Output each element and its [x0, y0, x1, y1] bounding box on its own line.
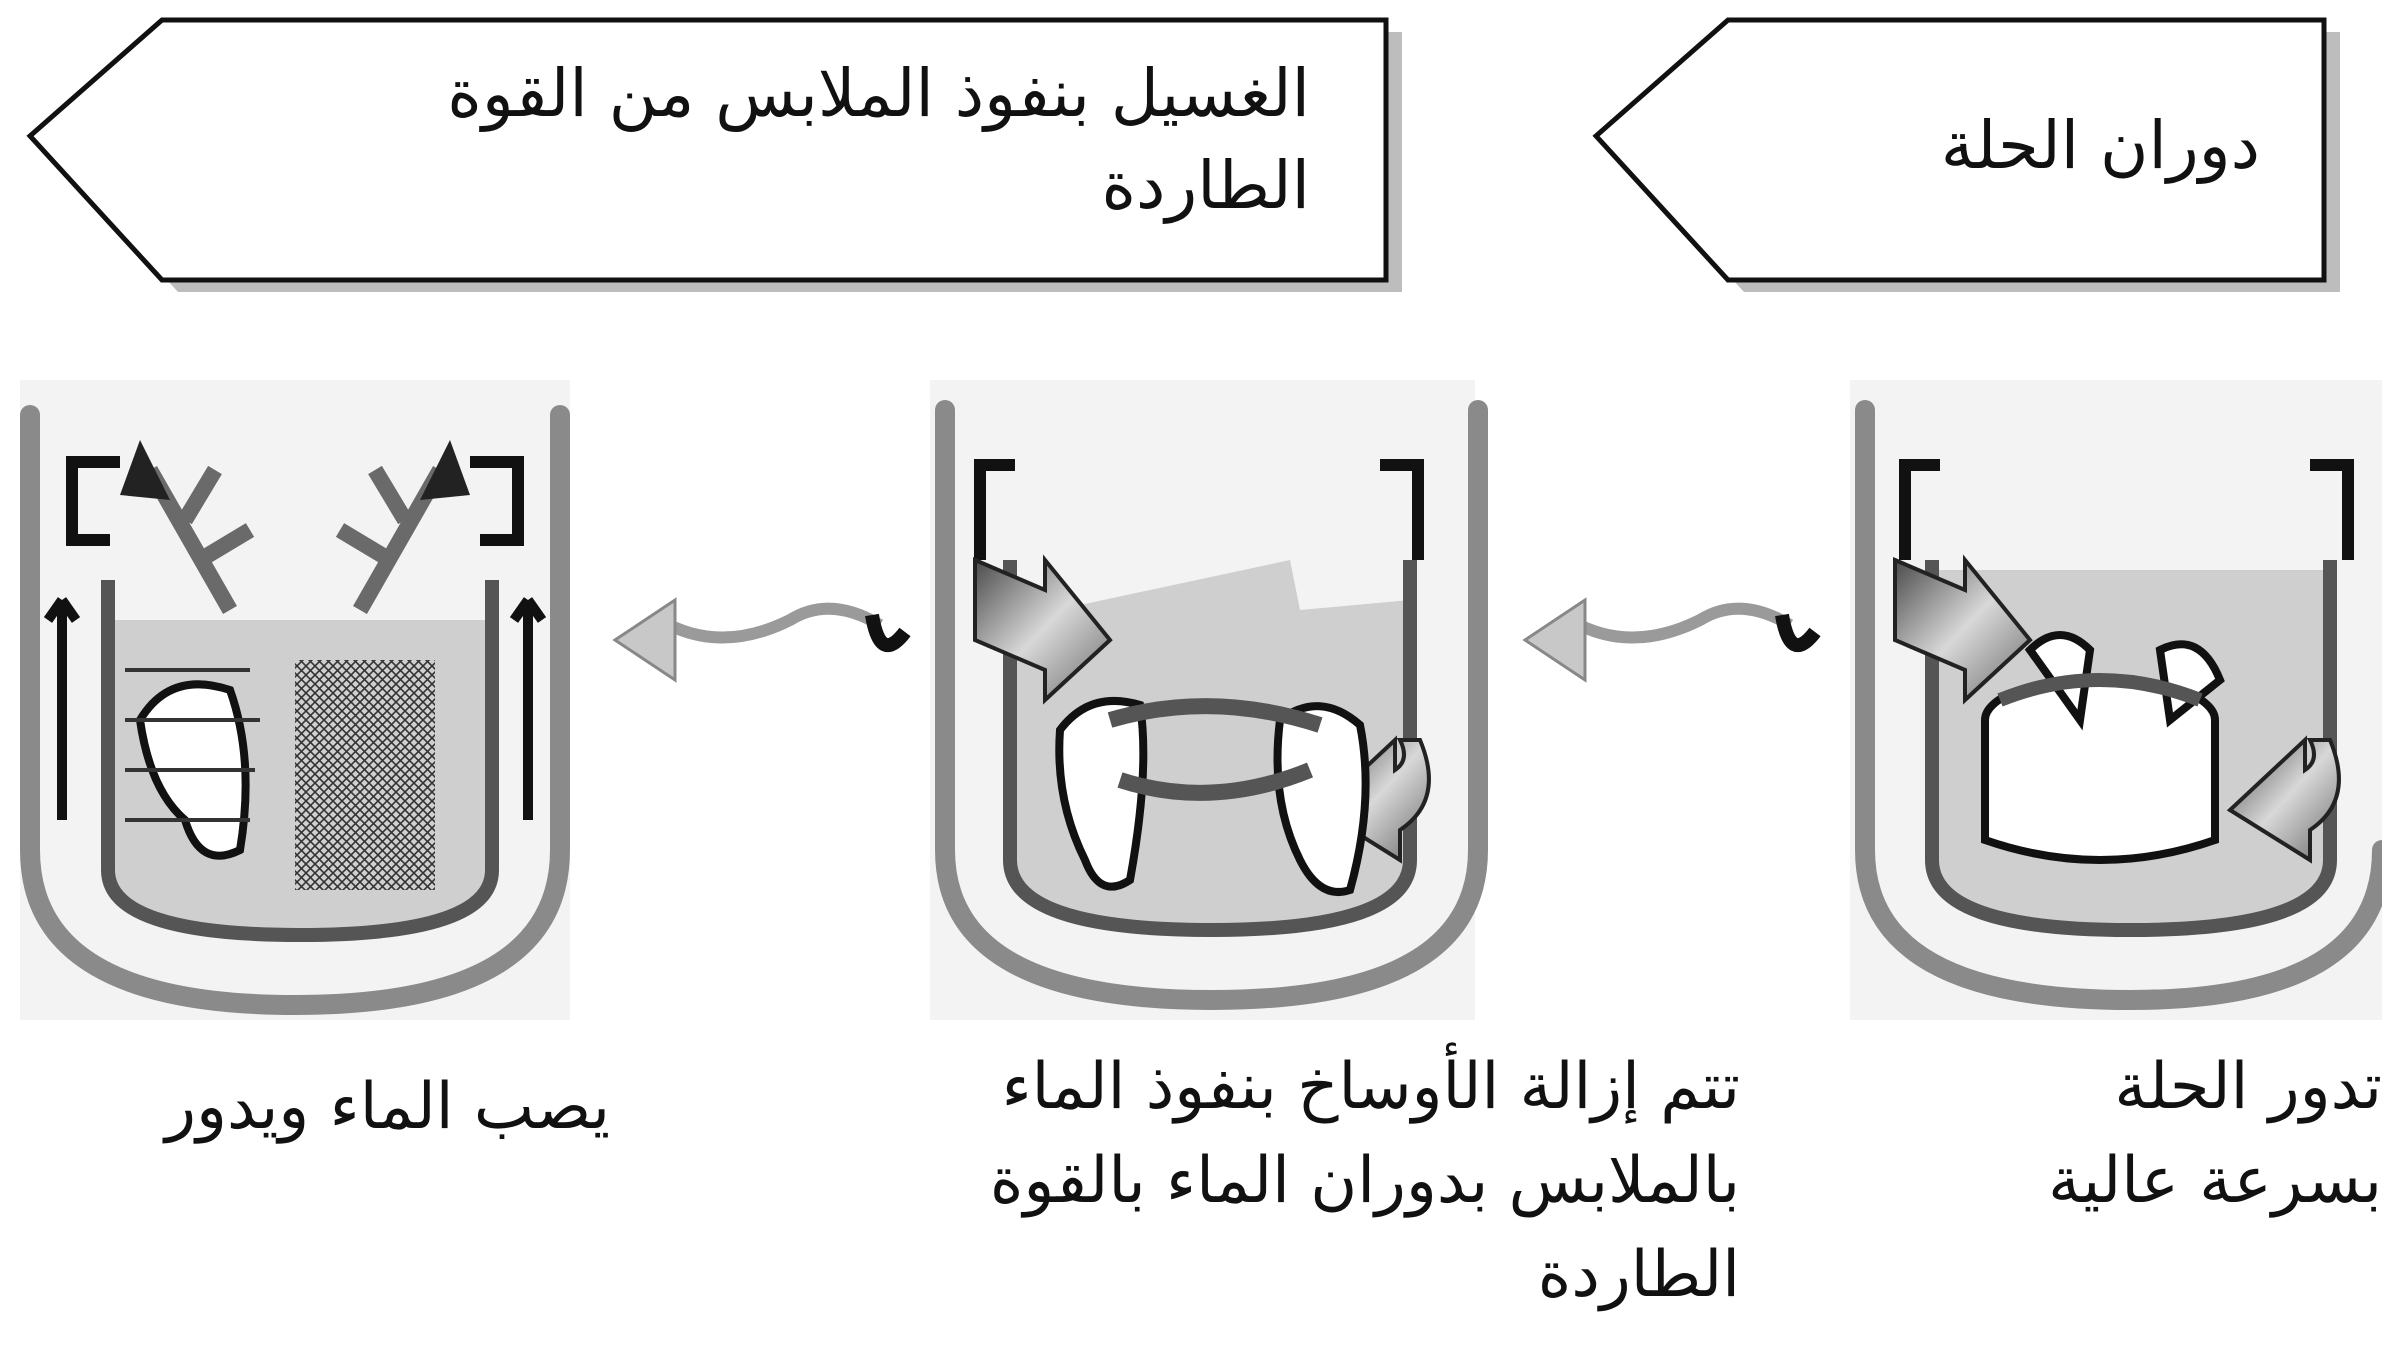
caption-dirt-removal: تتم إزالة الأوساخ بنفوذ الماء بالملابس ب…: [700, 1040, 1740, 1322]
caption-dirt-removal-line: الطاردة: [1537, 1238, 1740, 1312]
flow-connector-right: [1522, 597, 1821, 683]
caption-pouring-line: يصب الماء ويدور: [165, 1070, 610, 1144]
banner-left-text: الغسيل بنفوذ الملابس من القوة الطاردة: [190, 48, 1310, 232]
tub-dirt-removal: [930, 380, 1488, 1020]
tub-pouring: [20, 380, 570, 1020]
caption-pouring: يصب الماء ويدور: [0, 1060, 610, 1154]
caption-spinning-line: تدور الحلة: [2114, 1050, 2382, 1124]
banner-right-text: دوران الحلة: [1760, 100, 2260, 192]
tub-spinning: [1850, 380, 2382, 1020]
banner-left: [26, 17, 1402, 292]
caption-dirt-removal-line: بالملابس بدوران الماء بالقوة: [989, 1144, 1740, 1218]
banner-right: [1592, 17, 2340, 292]
caption-spinning-line: بسرعة عالية: [2048, 1144, 2382, 1218]
banner-right-line: دوران الحلة: [1940, 107, 2260, 184]
banner-left-line: الطاردة: [1101, 147, 1310, 224]
caption-spinning: تدور الحلة بسرعة عالية: [1900, 1040, 2382, 1228]
banner-left-line: الغسيل بنفوذ الملابس من القوة: [447, 55, 1310, 132]
flow-connector-left: [612, 597, 911, 683]
caption-dirt-removal-line: تتم إزالة الأوساخ بنفوذ الماء: [1001, 1050, 1740, 1124]
